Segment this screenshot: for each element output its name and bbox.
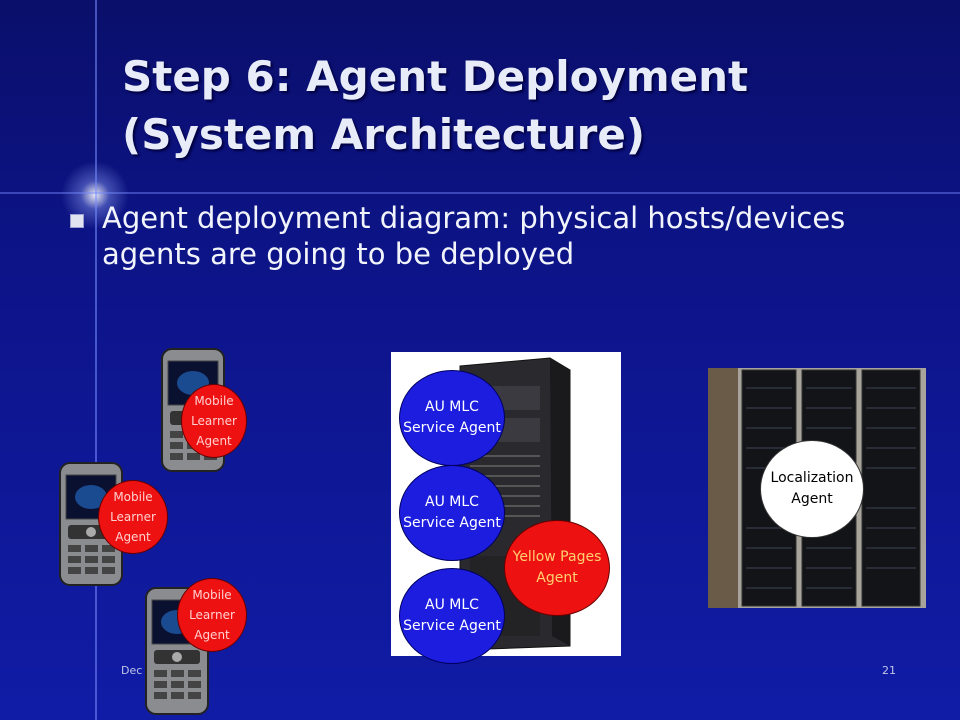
mobile-learner-agent: Mobile Learner Agent <box>177 578 247 652</box>
title-line-2: (System Architecture) <box>122 110 646 159</box>
service-agent-label: AU MLC Service Agent <box>403 597 501 634</box>
localization-agent-label: Localization Agent <box>770 470 854 507</box>
mobile-learner-agent: Mobile Learner Agent <box>181 384 247 458</box>
footer-date: Dec <box>121 664 143 677</box>
service-agent: AU MLC Service Agent <box>399 370 505 466</box>
bullet-item: Agent deployment diagram: physical hosts… <box>70 200 930 272</box>
title-line-1: Step 6: Agent Deployment <box>122 52 749 101</box>
square-bullet-icon <box>70 214 84 228</box>
yellow-pages-agent: Yellow Pages Agent <box>504 520 610 616</box>
service-agent: AU MLC Service Agent <box>399 568 505 664</box>
page-number: 21 <box>882 664 896 677</box>
service-agent: AU MLC Service Agent <box>399 465 505 561</box>
decorative-horizontal-line <box>0 192 960 194</box>
mobile-learner-agent-label: Mobile Learner Agent <box>110 490 156 544</box>
mobile-learner-agent: Mobile Learner Agent <box>98 480 168 554</box>
mobile-learner-agent-label: Mobile Learner Agent <box>189 588 235 642</box>
service-agent-label: AU MLC Service Agent <box>403 494 501 531</box>
mobile-learner-agent-label: Mobile Learner Agent <box>191 394 237 448</box>
localization-agent: Localization Agent <box>760 440 864 538</box>
yellow-pages-agent-label: Yellow Pages Agent <box>512 549 602 586</box>
bullet-text: Agent deployment diagram: physical hosts… <box>102 201 846 271</box>
service-agent-label: AU MLC Service Agent <box>403 399 501 436</box>
slide-title: Step 6: Agent Deployment (System Archite… <box>122 48 942 164</box>
decorative-vertical-line <box>95 0 97 720</box>
